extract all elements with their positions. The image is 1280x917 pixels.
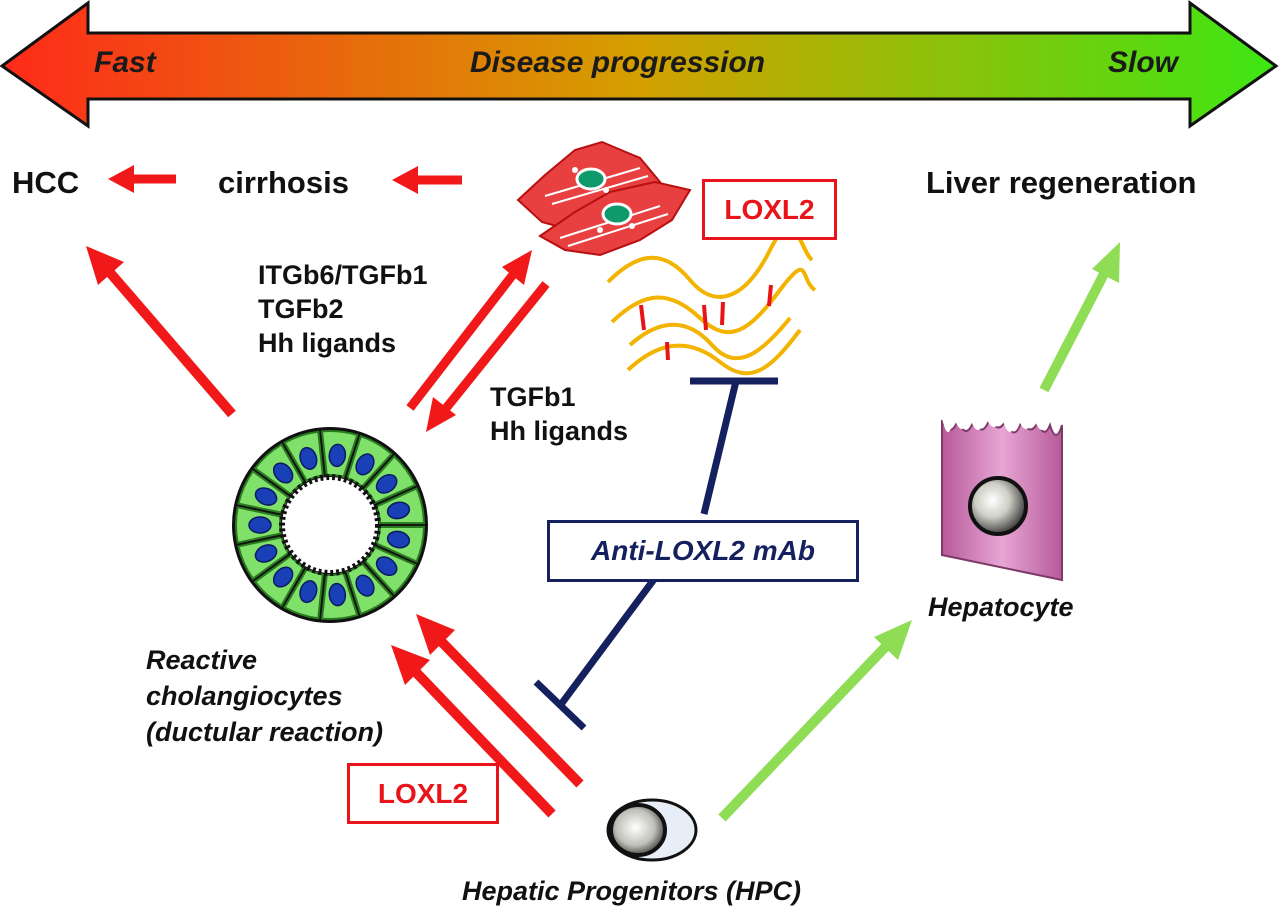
cholangiocytes-label-line-3: (ductular reaction)	[146, 717, 384, 747]
arrow-to-stellate	[406, 250, 532, 411]
signal-hh-ligands-2: Hh ligands	[490, 416, 629, 446]
disease-progression-arrow	[0, 0, 1279, 129]
inhibitor-to-progenitors	[533, 575, 658, 731]
loxl2-box-bottom: LOXL2	[347, 763, 499, 824]
cholangiocyte-nucleus	[254, 544, 278, 563]
arrow-hpc-to-cholangiocytes-1	[416, 614, 584, 788]
stellate-cell-icon	[516, 140, 692, 257]
cholangiocyte-nucleus	[272, 566, 294, 588]
banner-fast-label: Fast	[94, 46, 156, 79]
cholangiocyte-nucleus	[299, 580, 318, 604]
arrow-hpc-to-hepatocyte	[718, 620, 912, 822]
cholangiocyte-nucleus	[328, 582, 347, 607]
arrow-cholangiocyte-to-hcc	[86, 246, 236, 418]
signals-from-stellate: TGFb1 Hh ligands	[490, 380, 628, 448]
signal-tgfb1: TGFb1	[490, 382, 576, 412]
signals-to-stellate: ITGb6/TGFb1 TGFb2 Hh ligands	[258, 258, 428, 360]
collagen-fibers-icon	[606, 226, 817, 376]
banner-slow-label: Slow	[1108, 46, 1179, 79]
cholangiocyte-nucleus	[272, 462, 294, 484]
arrow-to-cirrhosis	[392, 166, 462, 194]
cholangiocyte-nucleus	[375, 556, 398, 577]
duct-lumen	[279, 474, 381, 576]
cholangiocyte-nucleus	[375, 473, 398, 494]
signal-itgb6-tgfb1: ITGb6/TGFb1	[258, 260, 428, 290]
cholangiocyte-nucleus	[299, 446, 318, 470]
hepatocyte-label: Hepatocyte	[928, 592, 1074, 622]
cholangiocyte-nucleus	[248, 516, 272, 534]
banner-title: Disease progression	[470, 46, 766, 79]
cholangiocyte-duct-icon	[232, 427, 428, 623]
signal-tgfb2: TGFb2	[258, 294, 344, 324]
hcc-label: HCC	[12, 165, 80, 200]
cholangiocytes-label-line-2: cholangiocytes	[146, 681, 343, 711]
arrow-hepatocyte-to-regeneration	[1039, 242, 1120, 393]
anti-loxl2-mab-box: Anti-LOXL2 mAb	[547, 520, 859, 582]
loxl2-box-top: LOXL2	[702, 179, 837, 240]
cirrhosis-label: cirrhosis	[218, 165, 349, 200]
cholangiocyte-nucleus	[355, 453, 375, 476]
inhibitor-to-collagen	[690, 377, 778, 515]
cholangiocytes-label: Reactive cholangiocytes (ductular reacti…	[146, 642, 383, 750]
arrow-from-stellate	[426, 281, 550, 432]
hepatic-progenitors-label: Hepatic Progenitors (HPC)	[462, 876, 802, 906]
hepatocyte-icon	[941, 412, 1063, 582]
liver-regeneration-label: Liver regeneration	[926, 165, 1197, 200]
cholangiocyte-nucleus	[386, 501, 411, 520]
cholangiocytes-label-line-1: Reactive	[146, 645, 258, 675]
cholangiocyte-nucleus	[254, 487, 278, 506]
cholangiocyte-nucleus	[355, 574, 375, 597]
cholangiocyte-nucleus	[386, 530, 411, 549]
progenitor-cell-icon	[606, 798, 698, 862]
arrow-hpc-to-cholangiocytes-2	[391, 645, 556, 818]
cholangiocyte-nucleus	[328, 443, 347, 468]
signal-hh-ligands: Hh ligands	[258, 328, 397, 358]
arrow-to-hcc	[108, 165, 176, 193]
